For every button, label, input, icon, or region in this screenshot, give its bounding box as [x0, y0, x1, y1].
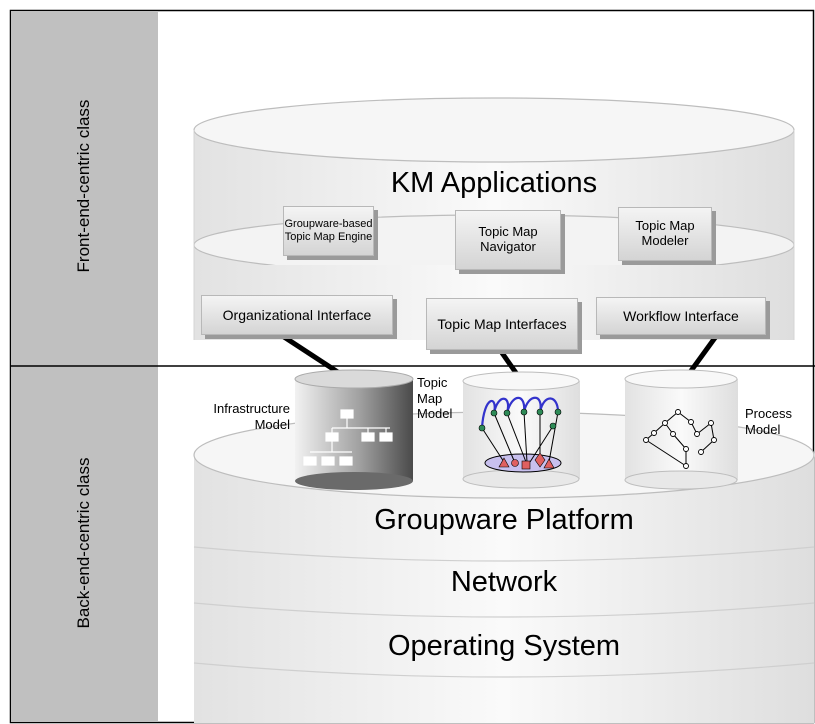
topic-map-interfaces-label: Topic Map Interfaces: [437, 315, 567, 332]
groupware-topic-map-engine-box: Groupware-based Topic Map Engine: [283, 206, 374, 256]
workflow-interface-label: Workflow Interface: [623, 307, 739, 324]
topic-map-navigator-label: Topic Map Navigator: [478, 224, 538, 254]
back-end-section-label: Back-end-centric class: [74, 457, 93, 629]
process-model-cylinder: [624, 369, 738, 490]
topic-map-model-cylinder: [462, 371, 580, 489]
topic-map-modeler-box: Topic Map Modeler: [618, 207, 712, 261]
organizational-interface-label: Organizational Interface: [222, 306, 372, 323]
infrastructure-model-cylinder: [294, 369, 414, 490]
process-model-label: Process Model: [745, 406, 792, 437]
front-end-section-label: Front-end-centric class: [74, 99, 93, 273]
topic-map-model-label: Topic Map Model: [417, 375, 453, 422]
network-label: Network: [450, 566, 558, 598]
topic-map-interfaces-box: Topic Map Interfaces: [426, 298, 578, 350]
operating-system-label: Operating System: [387, 630, 621, 662]
workflow-interface-box: Workflow Interface: [596, 297, 766, 335]
topic-map-navigator-box: Topic Map Navigator: [455, 210, 561, 270]
groupware-platform-label: Groupware Platform: [374, 504, 634, 536]
topic-map-modeler-label: Topic Map Modeler: [635, 218, 695, 248]
groupware-topic-map-engine-label: Groupware-based Topic Map Engine: [284, 218, 373, 243]
km-applications-label: KM Applications: [390, 167, 598, 199]
infrastructure-model-label: Infrastructure Model: [213, 401, 290, 432]
organizational-interface-box: Organizational Interface: [201, 295, 393, 335]
